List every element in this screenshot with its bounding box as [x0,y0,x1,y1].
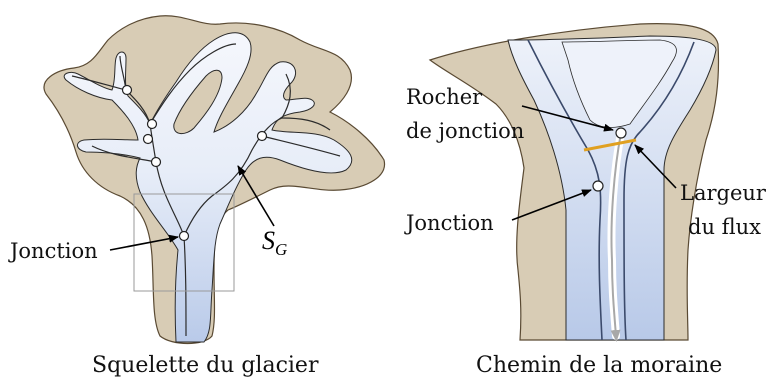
junction-rock [616,128,626,138]
right-caption: Chemin de la moraine [476,353,722,378]
rock-label-line1: Rocher [406,85,483,109]
left-junction-label: Jonction [8,239,98,263]
moraine-junction [593,181,603,191]
right-junction-label: Jonction [404,211,494,235]
skeleton-label: SG [262,226,287,259]
width-label-line2: du flux [688,215,761,239]
width-label-line1: Largeur [680,181,767,205]
rock-label-line2: de jonction [406,119,524,143]
left-caption: Squelette du glacier [92,353,319,378]
moraine-path-diagram: Rocher de jonction Largeur du flux Jonct… [404,24,767,378]
glacier-skeleton-diagram: SG Jonction Squelette du glacier [8,16,385,378]
